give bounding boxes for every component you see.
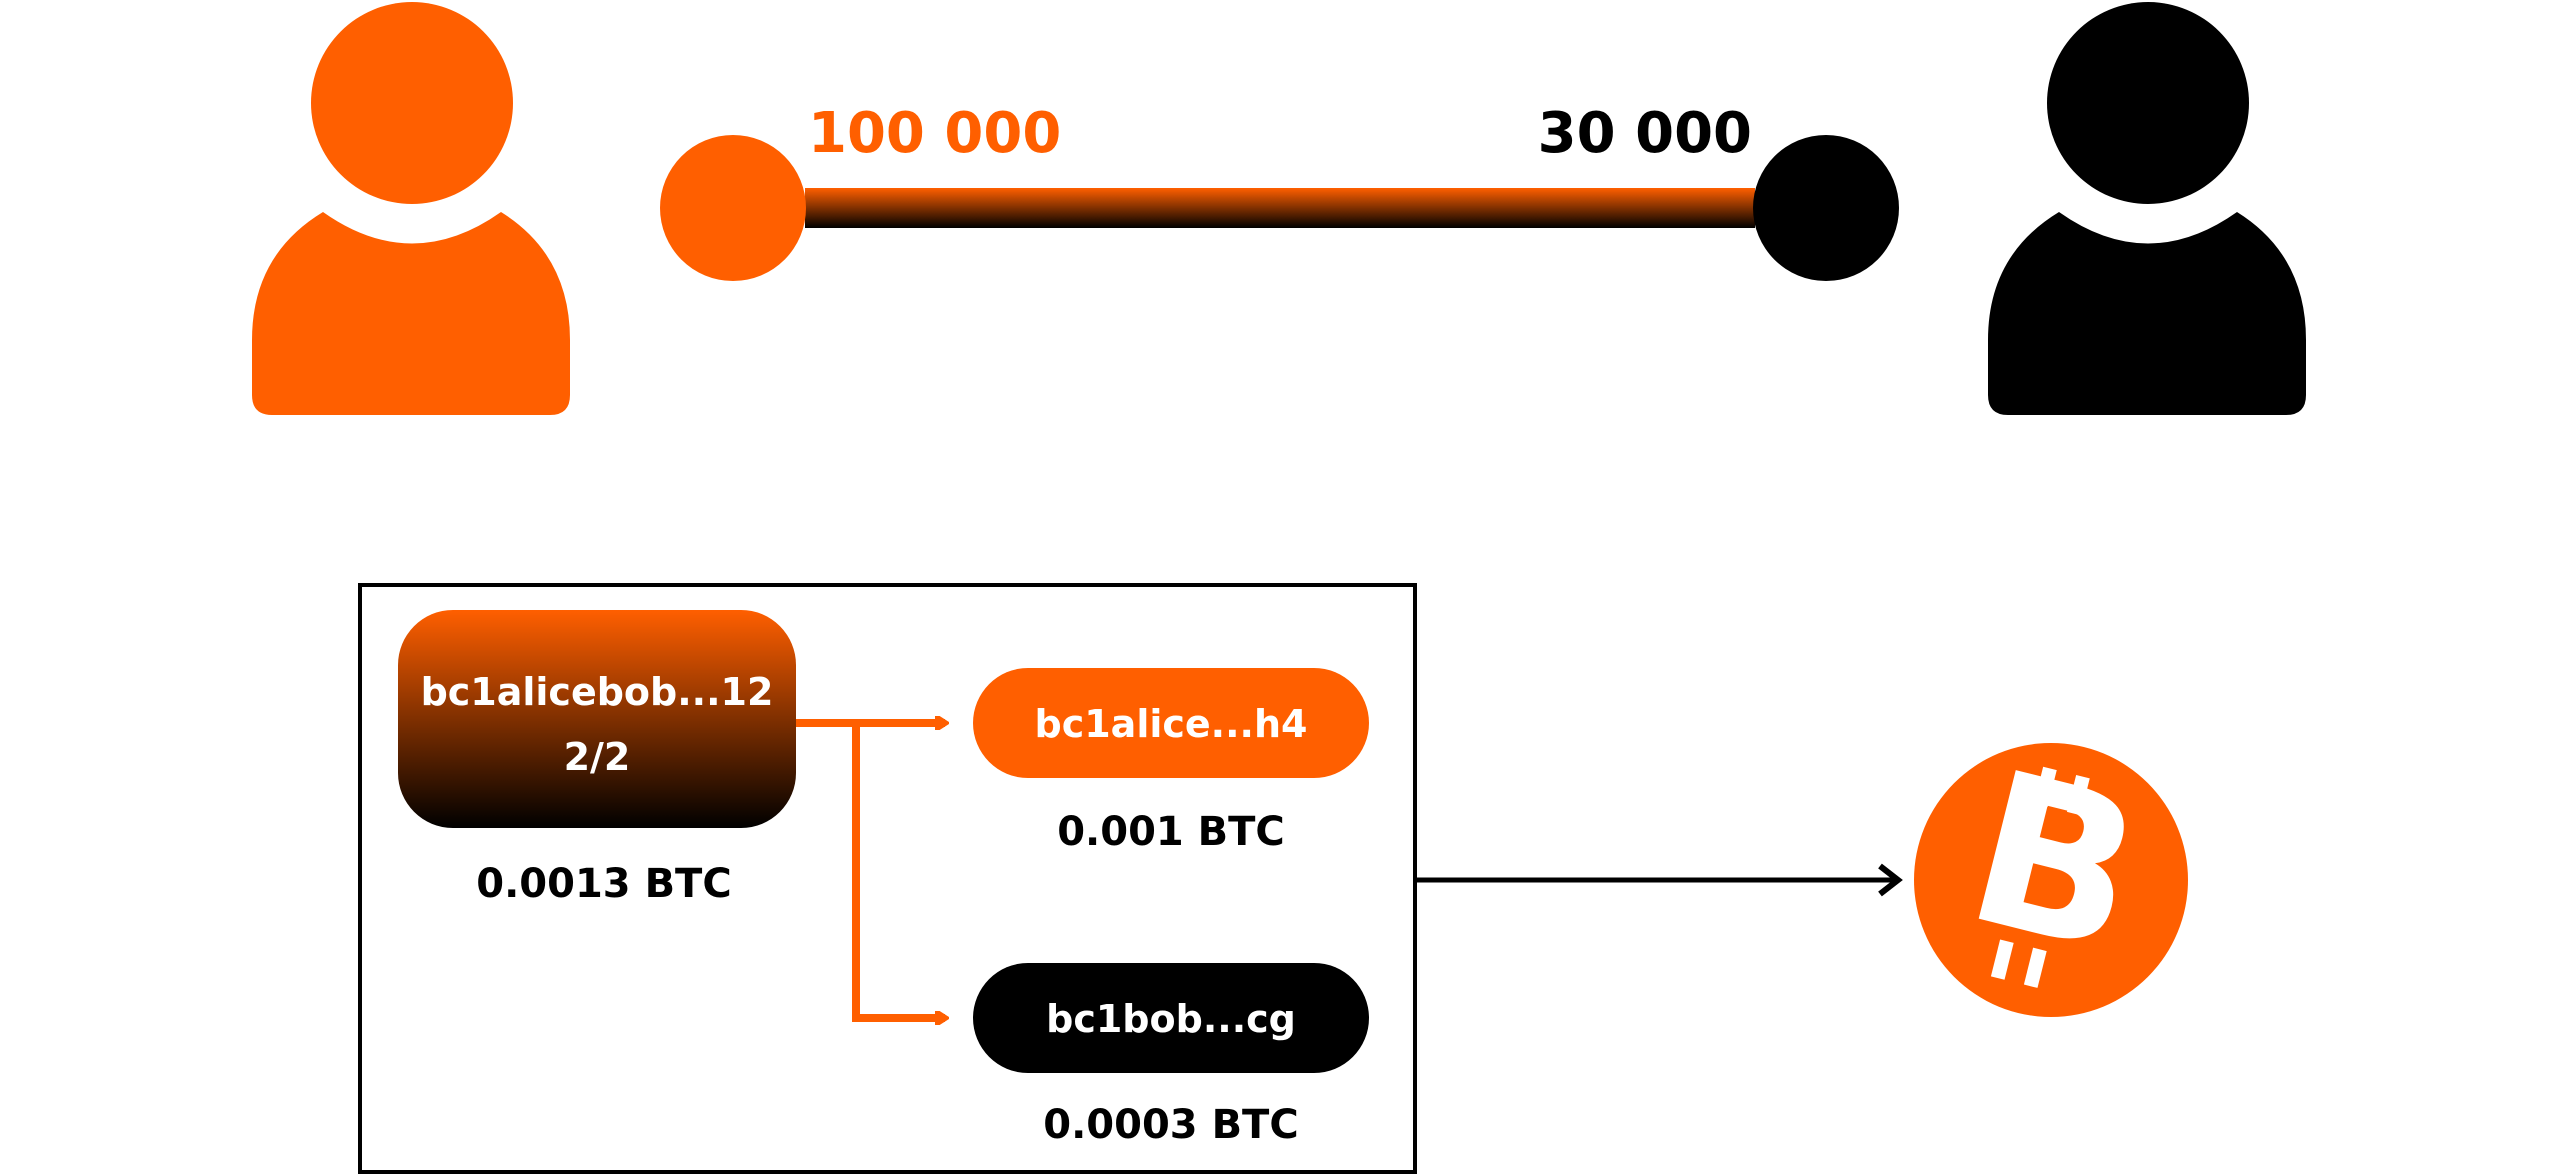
- right-balance: 30 000: [1538, 101, 1752, 166]
- right-user-icon: [1988, 2, 2306, 415]
- output-arrows: [796, 723, 945, 1018]
- bob-amount: 0.0003 BTC: [1043, 1102, 1298, 1148]
- funding-address: bc1alicebob...12: [421, 670, 774, 714]
- funding-utxo: bc1alicebob...12 2/2 0.0013 BTC: [398, 610, 796, 907]
- left-user-icon: [252, 2, 570, 415]
- multisig-label: 2/2: [564, 735, 631, 779]
- arrow-to-blockchain: [1415, 863, 1903, 897]
- output-alice: bc1alice...h4 0.001 BTC: [973, 668, 1369, 855]
- bitcoin-icon: B: [1914, 725, 2188, 1017]
- alice-address: bc1alice...h4: [1035, 702, 1308, 746]
- bob-address: bc1bob...cg: [1046, 997, 1296, 1041]
- channel-bar: [805, 188, 1755, 228]
- right-channel-node: [1753, 135, 1899, 281]
- alice-amount: 0.001 BTC: [1057, 809, 1285, 855]
- arrow-to-bob: [852, 723, 945, 1018]
- payment-channel: 100 000 30 000: [660, 101, 1899, 281]
- left-channel-node: [660, 135, 806, 281]
- output-bob: bc1bob...cg 0.0003 BTC: [973, 963, 1369, 1148]
- left-balance: 100 000: [808, 101, 1061, 166]
- funding-amount: 0.0013 BTC: [476, 861, 731, 907]
